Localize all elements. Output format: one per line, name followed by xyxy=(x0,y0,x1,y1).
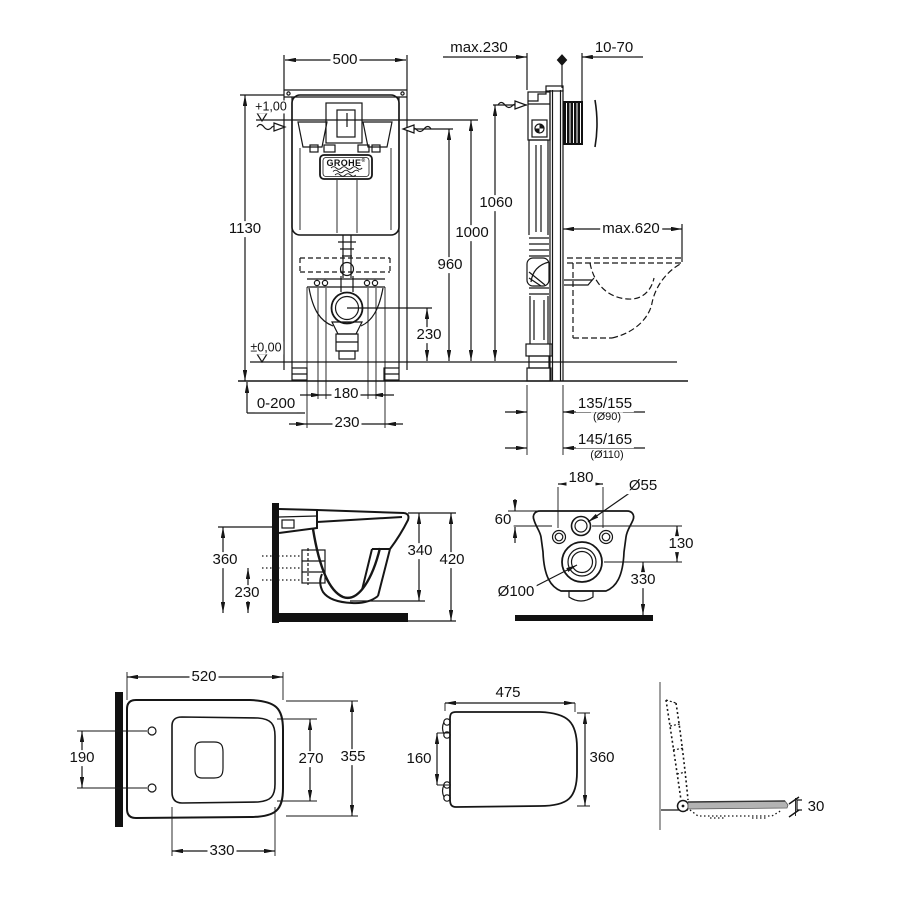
dim-rim-length: 270 xyxy=(296,750,326,768)
dim-drain-height: 230 xyxy=(414,326,444,344)
dim-outlet2: 145/165 xyxy=(575,431,635,449)
dim-bolt-spacing-top: 190 xyxy=(67,749,97,767)
level-marker-zero: ±0,00 xyxy=(248,340,284,355)
dim-clearance: max.620 xyxy=(600,220,662,238)
dim-outlet1-pipe: (Ø90) xyxy=(590,411,624,424)
bowl-top-view xyxy=(77,672,358,856)
dim-plate-depth: 10-70 xyxy=(592,39,636,57)
bowl-rear-view xyxy=(508,481,682,621)
dim-1060: 1060 xyxy=(477,194,515,212)
brand-logo: GROHE® xyxy=(326,158,365,168)
bowl-side-view xyxy=(218,503,456,623)
brand-name: GROHE xyxy=(326,158,362,168)
dim-rim-width: 330 xyxy=(207,842,237,860)
dim-bowl-drain-height: 230 xyxy=(232,584,262,602)
dim-outlet1: 135/155 xyxy=(575,395,635,413)
frame-front-dimensions xyxy=(238,57,688,428)
dim-wall-depth: max.230 xyxy=(448,39,510,57)
dim-bowl-length: 520 xyxy=(189,668,219,686)
dim-seat-width: 360 xyxy=(587,749,617,767)
level-marker-top: +1,00 xyxy=(253,99,289,114)
dim-bowl-width: 355 xyxy=(338,748,368,766)
dim-960: 960 xyxy=(435,256,465,274)
dim-bolt-spacing-rear: 180 xyxy=(566,469,596,487)
brand-registered-mark: ® xyxy=(361,158,366,164)
dim-flush-to-drain: 130 xyxy=(666,535,696,553)
dim-drain-to-floor: 330 xyxy=(628,571,658,589)
seat-side-view xyxy=(659,682,802,830)
dim-seat-length: 475 xyxy=(493,684,523,702)
dim-1000: 1000 xyxy=(453,224,491,242)
frame-side-view xyxy=(525,85,683,382)
dim-bowl-front-height: 340 xyxy=(405,542,435,560)
dim-frame-height: 1130 xyxy=(226,220,264,238)
dim-bowl-rear-height: 360 xyxy=(210,551,240,569)
dim-frame-width: 500 xyxy=(330,51,360,69)
dim-outlet2-pipe: (Ø110) xyxy=(588,449,626,462)
dim-outlet-offset: 230 xyxy=(332,414,362,432)
dim-hinge-spacing: 160 xyxy=(404,750,434,768)
dim-drain-pipe: Ø100 xyxy=(495,583,537,601)
dim-flush-pipe: Ø55 xyxy=(626,477,660,495)
dim-bowl-total-height: 420 xyxy=(437,551,467,569)
seat-top-view xyxy=(434,700,590,808)
dim-foot-adjust: 0-200 xyxy=(254,395,298,413)
dim-seat-thickness: 30 xyxy=(805,798,827,816)
frame-front-view xyxy=(283,55,408,381)
dim-top-offset: 60 xyxy=(492,511,514,529)
dim-bolt-spacing-front: 180 xyxy=(331,385,361,403)
